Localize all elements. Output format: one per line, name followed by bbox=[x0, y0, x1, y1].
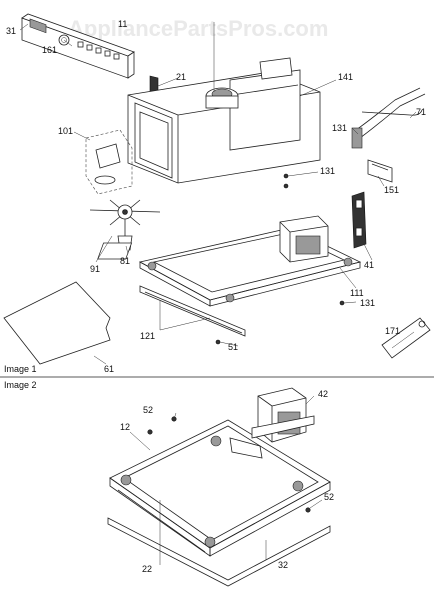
callout-32: 32 bbox=[278, 560, 288, 570]
screws bbox=[215, 173, 345, 345]
rail-121 bbox=[139, 285, 246, 337]
callout-151: 151 bbox=[384, 185, 399, 195]
callout-61: 61 bbox=[104, 364, 114, 374]
rail-32 bbox=[107, 517, 331, 587]
callout-41: 41 bbox=[364, 260, 374, 270]
callout-31: 31 bbox=[6, 26, 16, 36]
part-41-latch bbox=[351, 191, 367, 249]
callout-11: 11 bbox=[118, 19, 127, 29]
cabinet bbox=[127, 57, 321, 184]
callout-131-c: 131 bbox=[360, 298, 375, 308]
stirrer-fan bbox=[89, 199, 161, 251]
pipe-assembly bbox=[351, 87, 426, 149]
part-171-tag bbox=[381, 317, 431, 359]
callout-71: 71 bbox=[416, 107, 426, 117]
callout-121: 121 bbox=[140, 331, 155, 341]
detail-101 bbox=[85, 129, 133, 195]
callout-22: 22 bbox=[142, 564, 152, 574]
callout-52-top: 52 bbox=[143, 405, 153, 415]
callout-131-b: 131 bbox=[320, 166, 335, 176]
callout-161: 161 bbox=[42, 45, 57, 55]
callout-131-a: 131 bbox=[332, 123, 347, 133]
base-plate-detail bbox=[109, 419, 331, 557]
callout-141: 141 bbox=[338, 72, 353, 82]
screws-52 bbox=[147, 416, 311, 513]
part-151 bbox=[367, 159, 393, 183]
callout-111: 111 bbox=[350, 288, 364, 298]
callout-101: 101 bbox=[58, 126, 73, 136]
leader-lines-1 bbox=[19, 22, 417, 365]
part-61-manual bbox=[3, 281, 111, 365]
callout-91: 91 bbox=[90, 264, 100, 274]
callout-81: 81 bbox=[120, 256, 130, 266]
watermark: AppliancePartsPros.com bbox=[68, 16, 328, 41]
leader-lines-2 bbox=[129, 395, 323, 565]
transformer-1 bbox=[279, 215, 329, 263]
callout-42: 42 bbox=[318, 389, 328, 399]
control-panel bbox=[21, 13, 135, 79]
callout-52-right: 52 bbox=[324, 492, 334, 502]
transformer-2 bbox=[251, 387, 315, 443]
callout-171: 171 bbox=[385, 326, 400, 336]
callout-51: 51 bbox=[228, 342, 238, 352]
callout-12: 12 bbox=[120, 422, 130, 432]
caption-image-2: Image 2 bbox=[4, 380, 37, 390]
caption-image-1: Image 1 bbox=[4, 364, 37, 374]
callout-21: 21 bbox=[176, 72, 186, 82]
